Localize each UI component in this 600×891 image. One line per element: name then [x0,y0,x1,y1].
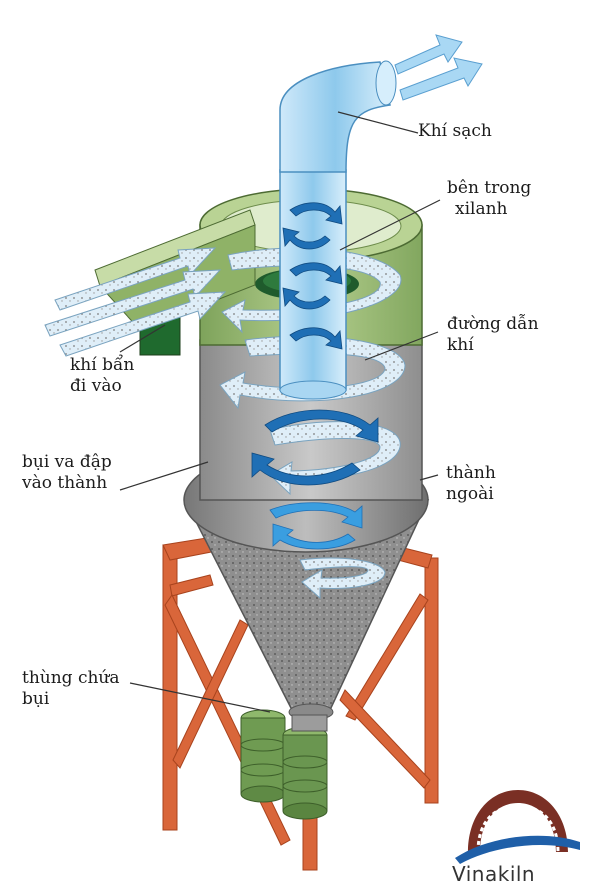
label-dust-bin-line2: bụi [22,689,50,709]
label-clean-air: Khí sạch [418,121,492,142]
leader-lines [119,111,441,713]
label-inner-cylinder-line2: xilanh [455,199,508,219]
label-outer-wall: thành ngoài [446,463,496,505]
label-dirty-air-line1: khí bẩn [70,355,135,375]
label-inner-cylinder: bên trong xilanh [447,178,531,220]
vinakiln-logo-text: Vinakiln [452,862,536,886]
label-gas-path-line1: đường dẫn [447,314,539,334]
label-clean-air-text: Khí sạch [418,121,492,141]
label-gas-path: đường dẫn khí [447,314,539,356]
label-dust-bin-line1: thùng chứa [22,668,120,688]
vortex-light-arrows [269,502,363,550]
swirling-gas-path [219,247,406,600]
dust-bins [240,709,328,820]
label-dirty-air: khí bẩn đi vào [70,355,134,397]
label-gas-path-line2: khí [447,335,474,355]
label-inner-cylinder-line1: bên trong [447,178,532,198]
label-outer-wall-line1: thành [446,463,496,483]
label-dirty-air-line2: đi vào [70,376,122,396]
label-dust-impact-line1: bụi va đập [22,452,112,472]
vinakiln-logo-icon [455,790,580,864]
label-dust-bin: thùng chứa bụi [22,668,120,710]
label-dust-impact: bụi va đập vào thành [22,452,112,494]
dirty-air-inlet-arrows [44,247,227,357]
label-dust-impact-line2: vào thành [22,473,108,493]
label-outer-wall-line2: ngoài [446,484,494,504]
inner-vortex-arrows [251,202,379,486]
clean-air-arrows [394,34,483,101]
clean-air-outlet-pipe [279,60,397,173]
